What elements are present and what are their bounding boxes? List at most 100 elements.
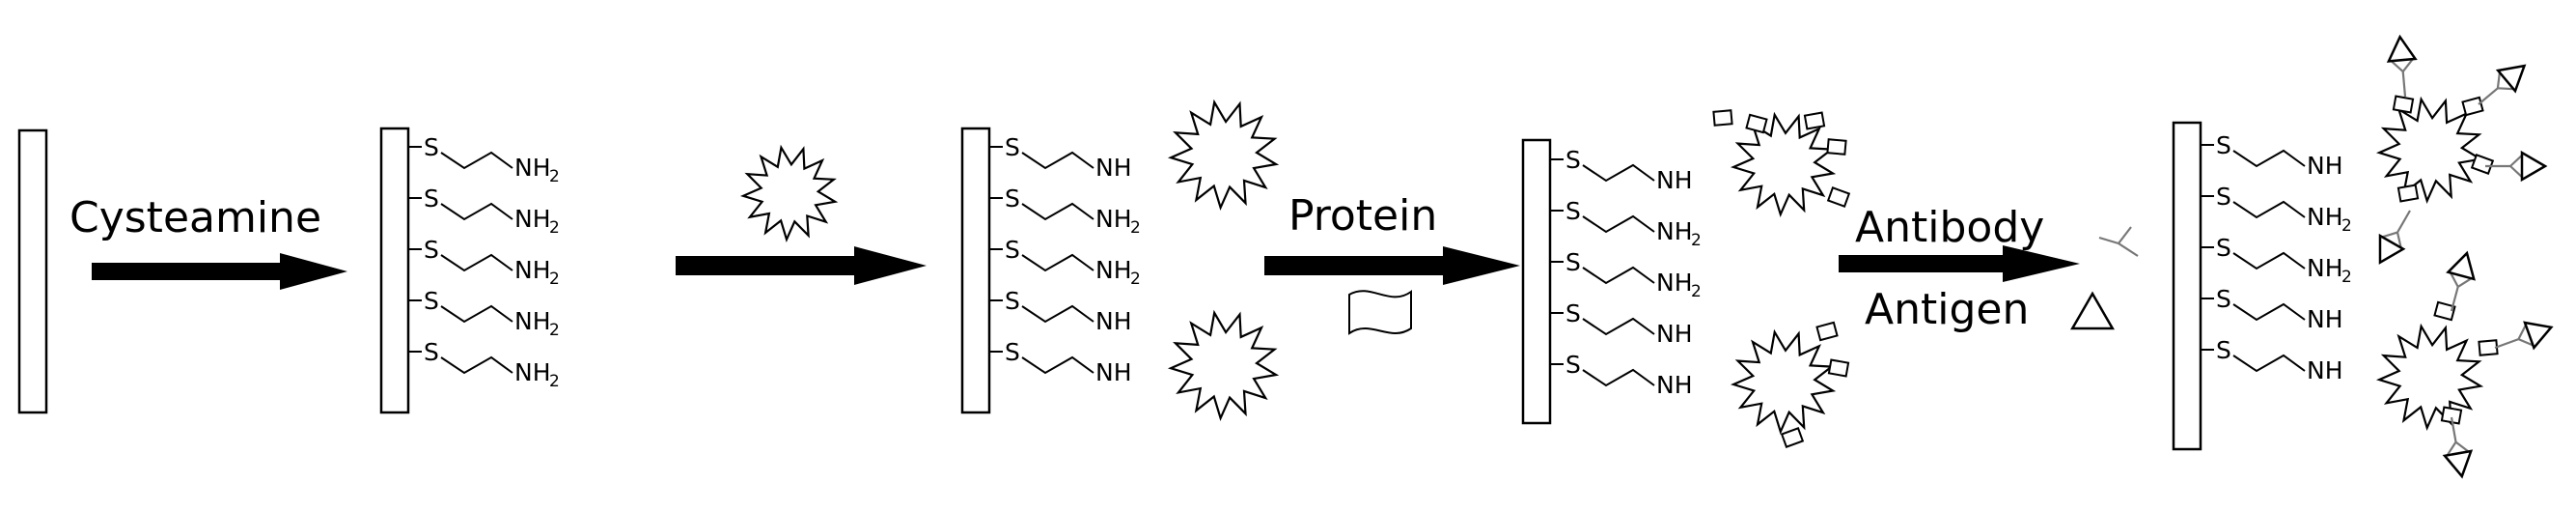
amide-label: NH bbox=[1095, 154, 1132, 182]
amine-subscript: 2 bbox=[549, 270, 560, 289]
antigen-icon bbox=[2523, 321, 2554, 351]
step1-label: Cysteamine bbox=[69, 193, 321, 242]
sulfur-label: S bbox=[1565, 299, 1581, 327]
protein-glyph-icon bbox=[1348, 290, 1412, 335]
step3-arrow bbox=[1264, 246, 1520, 285]
sulfur-label: S bbox=[424, 185, 439, 213]
protein-icon bbox=[2461, 96, 2484, 117]
protein-icon bbox=[2433, 300, 2456, 322]
alkyl-bond bbox=[2232, 149, 2306, 168]
alkyl-bond bbox=[440, 202, 513, 221]
amide-label: NH bbox=[2307, 356, 2343, 384]
alkyl-bond bbox=[2232, 200, 2306, 219]
sulfur-label: S bbox=[1565, 351, 1581, 379]
alkyl-bond bbox=[440, 151, 513, 170]
antigen-icon bbox=[2446, 250, 2476, 281]
step2-arrow bbox=[676, 246, 927, 285]
amide-label: NH bbox=[2307, 305, 2343, 333]
amine-label: NH bbox=[2307, 254, 2343, 282]
amide-label: NH bbox=[2307, 152, 2343, 180]
amine-label: NH bbox=[1656, 269, 1693, 297]
cysteamine-chain: S NH bbox=[1550, 351, 1693, 399]
step3-label: Protein bbox=[1288, 191, 1437, 241]
alkyl-bond bbox=[2232, 354, 2306, 373]
cysteamine-chain: S NH2 bbox=[408, 133, 560, 186]
cysteamine-chain: S NH2 bbox=[408, 185, 560, 238]
alkyl-bond bbox=[1582, 163, 1655, 183]
amine-label: NH bbox=[514, 154, 551, 182]
protein-icon bbox=[1803, 111, 1826, 130]
protein-icon bbox=[1712, 109, 1733, 127]
sulfur-label: S bbox=[424, 133, 439, 161]
alkyl-bond bbox=[1021, 253, 1094, 272]
protein-icon bbox=[1826, 186, 1851, 208]
amide-label: NH bbox=[1656, 371, 1693, 399]
sulfur-label: S bbox=[1005, 236, 1020, 264]
amine-label: NH bbox=[514, 307, 551, 335]
amine-subscript: 2 bbox=[549, 167, 560, 186]
electrode bbox=[379, 127, 410, 414]
alkyl-bond bbox=[440, 355, 513, 375]
amine-subscript: 2 bbox=[549, 372, 560, 391]
antibody-icon bbox=[2389, 57, 2415, 98]
sulfur-label: S bbox=[1005, 338, 1020, 366]
cysteamine-chain: SNH bbox=[1550, 299, 1693, 348]
nanoparticle-icon bbox=[1167, 309, 1280, 422]
antigen-icon bbox=[2386, 34, 2418, 63]
alkyl-bond bbox=[2232, 251, 2306, 270]
antibody-glyph-icon bbox=[2098, 226, 2139, 257]
antigen-icon bbox=[2070, 291, 2115, 330]
step4-label-antibody: Antibody bbox=[1855, 203, 2044, 252]
nanoparticle-icon bbox=[739, 144, 839, 243]
alkyl-bond bbox=[1582, 214, 1655, 234]
alkyl-bond bbox=[1021, 151, 1094, 170]
alkyl-bond bbox=[1582, 368, 1655, 387]
amine-subscript: 2 bbox=[1130, 270, 1141, 289]
electrode bbox=[2172, 121, 2202, 451]
amide-label: NH bbox=[1095, 358, 1132, 386]
antigen-icon bbox=[2520, 150, 2548, 183]
amine-label: NH bbox=[514, 205, 551, 233]
protein-icon bbox=[1827, 358, 1850, 378]
cysteamine-chain: SNH bbox=[989, 133, 1132, 182]
nanoparticle-icon bbox=[2375, 96, 2484, 205]
antibody-icon bbox=[2485, 153, 2524, 180]
amine-label: NH bbox=[1095, 205, 1132, 233]
sulfur-label: S bbox=[1005, 185, 1020, 213]
antigen-icon bbox=[2378, 233, 2406, 265]
cysteamine-chain: S NH bbox=[2201, 336, 2343, 384]
protein-icon bbox=[2440, 406, 2463, 425]
amine-subscript: 2 bbox=[549, 321, 560, 340]
antigen-icon bbox=[2495, 64, 2527, 94]
step4-label-antigen: Antigen bbox=[1865, 285, 2029, 334]
sulfur-label: S bbox=[2216, 131, 2231, 159]
protein-icon bbox=[1826, 138, 1847, 156]
alkyl-bond bbox=[1021, 355, 1094, 375]
alkyl-bond bbox=[440, 253, 513, 272]
amine-label: NH bbox=[514, 358, 551, 386]
step4-arrow bbox=[1839, 245, 2080, 282]
cysteamine-chain: SNH bbox=[1550, 146, 1693, 194]
nanoparticle-icon bbox=[1730, 111, 1837, 218]
diagram-dynamic-layer: SNH2SNH2SNH2SNH2SNH2SNHSNH2SNH2SNHSNHSNH… bbox=[379, 34, 2554, 479]
alkyl-bond bbox=[1021, 304, 1094, 324]
nanoparticle-icon bbox=[1167, 99, 1280, 212]
alkyl-bond bbox=[440, 304, 513, 324]
protein-icon bbox=[1815, 321, 1839, 342]
cysteamine-chain: S NH2 bbox=[989, 185, 1141, 238]
alkyl-bond bbox=[1021, 202, 1094, 221]
antigen-icon bbox=[2442, 449, 2474, 479]
amine-subscript: 2 bbox=[1130, 218, 1141, 238]
cysteamine-chain: S NH bbox=[2201, 131, 2343, 180]
sulfur-label: S bbox=[2216, 336, 2231, 364]
amine-subscript: 2 bbox=[549, 218, 560, 238]
amine-label: NH bbox=[514, 256, 551, 284]
protein-icon bbox=[2478, 339, 2499, 356]
